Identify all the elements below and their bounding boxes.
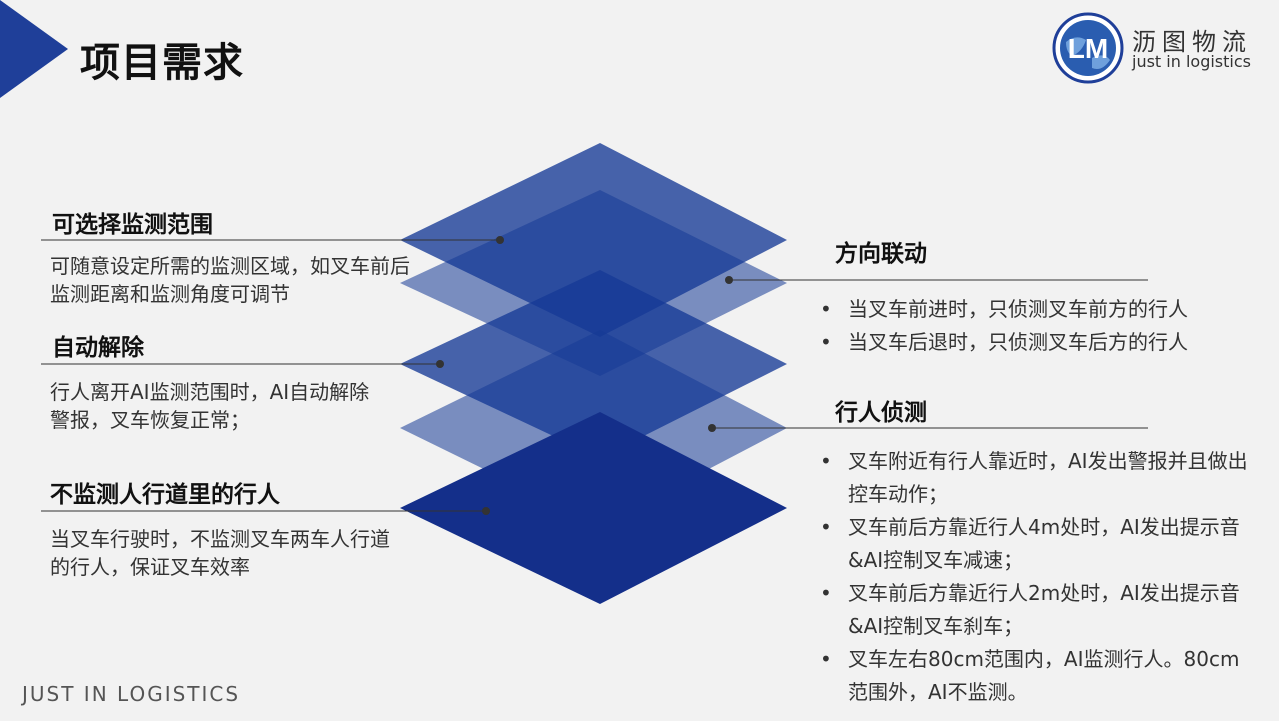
bullet-item: 当叉车后退时，只侦测叉车后方的行人 bbox=[818, 326, 1268, 359]
bullet-item: 叉车前后方靠近行人4m处时，AI发出提示音&AI控制叉车减速； bbox=[818, 511, 1248, 577]
connector-dot-3 bbox=[482, 507, 490, 515]
connector-dot-2 bbox=[436, 360, 444, 368]
section-body-sidewalk: 当叉车行驶时，不监测叉车两车人行道的行人，保证叉车效率 bbox=[50, 527, 390, 579]
section-heading-auto-release: 自动解除 bbox=[52, 335, 144, 361]
diamond-layer-5 bbox=[400, 412, 787, 604]
bullet-list-direction: 当叉车前进时，只侦测叉车前方的行人 当叉车后退时，只侦测叉车后方的行人 bbox=[818, 293, 1268, 359]
connector-dot-5 bbox=[708, 424, 716, 432]
connector-dot-4 bbox=[725, 276, 733, 284]
section-body-range: 可随意设定所需的监测区域，如叉车前后监测距离和监测角度可调节 bbox=[50, 254, 410, 306]
section-heading-range: 可选择监测范围 bbox=[52, 212, 213, 238]
section-heading-pedestrian: 行人侦测 bbox=[835, 400, 927, 426]
bullet-item: 叉车左右80cm范围内，AI监测行人。80cm范围外，AI不监测。 bbox=[818, 643, 1248, 709]
bullet-item: 叉车前后方靠近行人2m处时，AI发出提示音&AI控制叉车刹车； bbox=[818, 577, 1248, 643]
logo-globe-icon: LM bbox=[1052, 12, 1124, 84]
section-heading-sidewalk: 不监测人行道里的行人 bbox=[50, 482, 280, 508]
corner-triangle-decoration bbox=[0, 0, 68, 98]
bullet-item: 叉车附近有行人靠近时，AI发出警报并且做出控车动作； bbox=[818, 445, 1248, 511]
page-title: 项目需求 bbox=[80, 40, 244, 86]
logo-name-cn: 沥图物流 bbox=[1132, 28, 1252, 56]
company-logo: LM 沥图物流 just in logistics bbox=[1052, 12, 1267, 84]
bullet-item: 当叉车前进时，只侦测叉车前方的行人 bbox=[818, 293, 1268, 326]
connector-dot-1 bbox=[496, 236, 504, 244]
section-body-auto-release: 行人离开AI监测范围时，AI自动解除警报，叉车恢复正常； bbox=[50, 380, 370, 432]
logo-emblem-text: LM bbox=[1068, 33, 1108, 64]
logo-name-en: just in logistics bbox=[1132, 52, 1251, 71]
section-heading-direction: 方向联动 bbox=[835, 241, 927, 267]
footer-brand: JUST IN LOGISTICS bbox=[22, 682, 241, 706]
bullet-list-pedestrian: 叉车附近有行人靠近时，AI发出警报并且做出控车动作； 叉车前后方靠近行人4m处时… bbox=[818, 445, 1248, 709]
